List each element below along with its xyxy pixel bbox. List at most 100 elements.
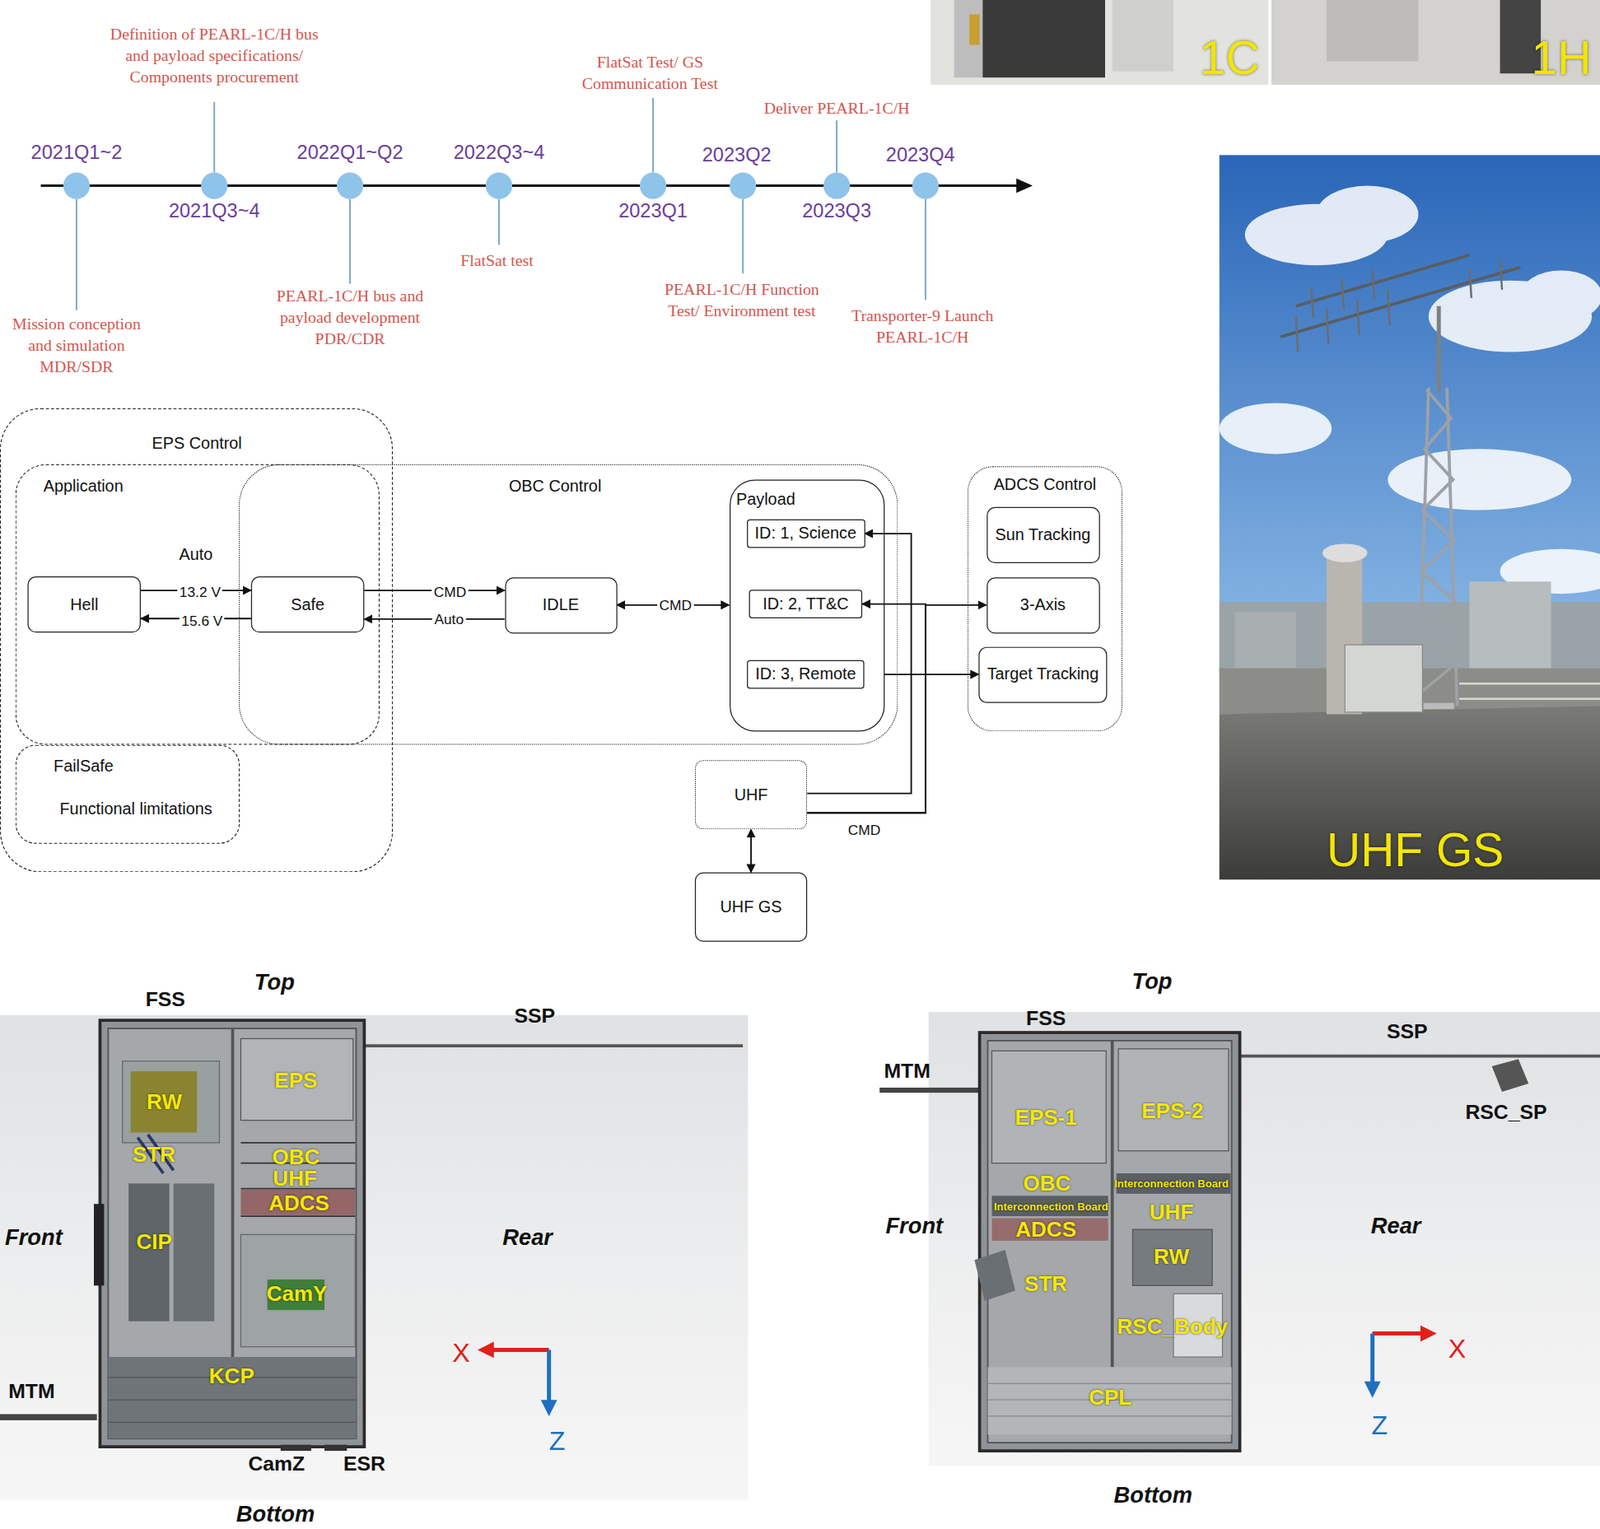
view-direction: Bottom [236,1501,315,1528]
timeline-part-part [924,199,927,301]
satellite-cad-left-part-part [240,1215,355,1218]
satellite-photo-part [969,13,980,45]
box-text: ID: 1, Science [755,524,857,543]
timeline-part [41,184,1019,187]
satellite-cad-right-part [928,1012,1600,1466]
group-box: OBC ControlIDLEPayloadID: 1, ScienceID: … [238,464,898,746]
uhf-gs-photo-part-part [1459,698,1600,700]
milestone-note: Transporter-9 Launch PEARL-1C/H [843,305,1002,349]
satellite-cad-left-part [107,1028,356,1439]
group-title: Application [43,475,124,496]
satellite-cad-right-part-part [988,1415,1232,1417]
part-name: CamZ [247,1452,305,1477]
part-name: STR [1024,1271,1068,1297]
uhf-gs-photo-part [1219,154,1600,880]
group-title: ADCS Control [993,474,1097,495]
box-text: ID: 2, TT&C [762,594,849,613]
satellite-cad-right-part [988,1366,1232,1435]
satellite-cad-left-part [93,1203,104,1286]
timeline-part-part [823,172,850,199]
satellite-cad-left-part [280,1445,312,1451]
axis-label: X [452,1337,470,1369]
uhf-gs-photo-part [1418,387,1457,707]
uhf-gs-photo-part [1296,259,1503,353]
timeline-part-part [835,120,838,173]
uhf-gs-photo-part-part [1341,278,1344,309]
group-box: ADCS ControlSun Tracking3-AxisTarget Tra… [967,466,1123,732]
group-title: EPS Control [152,433,243,454]
milestone-note: FlatSat test [460,249,534,271]
part-name: ADCS [1015,1217,1077,1242]
satellite-cad-left-part-part [107,1422,356,1423]
state-box: UHF [695,760,807,830]
part-name: RW [146,1089,182,1115]
part-name: ESR [343,1452,386,1477]
group-title: FailSafe [53,755,114,776]
part-name: KCP [209,1364,255,1390]
part-name: EPS [274,1068,318,1093]
timeline-part [63,172,939,199]
timeline-part-part [213,102,215,173]
uhf-gs-photo-part-part [1520,270,1600,322]
satellite-cad-right-part [988,1040,1232,1443]
uhf-gs-photo-part-part [1459,682,1600,685]
uhf-gs-photo-part-part [1372,269,1375,300]
box-text: ID: 3, Remote [755,665,856,684]
view-direction: Top [254,969,295,996]
timeline-quarter: 2023Q2 [702,144,772,167]
satellite-cad-right-part [1110,1040,1115,1368]
part-name: RSC_Body [1117,1314,1228,1339]
connector [750,829,752,873]
view-direction: Bottom [1114,1482,1193,1509]
timeline-part-part [63,172,90,199]
state-box: ID: 3, Remote [746,660,865,690]
part-name: EPS-2 [1141,1099,1204,1125]
satellite-cad-left-part [541,1399,558,1417]
uhf-gs-photo-part-part [1500,259,1503,290]
box-text: UHF GS [720,897,783,916]
timeline-part-part [349,199,351,285]
part-name: CamY [266,1281,328,1307]
timeline-quarter: 2023Q1 [618,200,688,223]
satellite-cad-left-part [122,1061,220,1143]
box-text: IDLE [542,596,579,615]
part-name: EPS-1 [1015,1105,1078,1130]
uhf-gs-photo-part-part [1387,448,1572,510]
timeline-quarter: 2022Q3~4 [453,141,546,164]
timeline-part-part [498,199,500,246]
group-box: ApplicationHellSafe [14,463,379,745]
timeline-part-part [729,172,756,199]
group-box: PayloadID: 1, ScienceID: 2, TT&CID: 3, R… [728,479,884,732]
part-name: FSS [1026,1006,1066,1031]
part-name: RSC_SP [1464,1100,1547,1125]
part-name: Interconnection Board [1114,1177,1229,1190]
satellite-cad-right-part [991,1195,1108,1217]
milestone-note: Deliver PEARL-1C/H [764,97,910,119]
timeline-part [1016,178,1033,193]
satellite-cad-left-part-part [107,1399,356,1401]
part-name: SSP [514,1004,556,1029]
edge-label: Auto [432,611,467,628]
satellite-cad-left-part [240,1234,355,1347]
part-name: CPL [1088,1385,1132,1411]
group-note: Functional limitations [59,798,212,819]
satellite-photo-part [1326,0,1419,61]
timeline-part-part [336,172,364,199]
axis-label: Z [549,1426,566,1458]
edge-label: CMD [431,583,468,601]
uhf-gs-photo-part-part [1419,389,1457,694]
satellite-cad-left-part-part [240,1142,355,1144]
uhf-gs-photo-part [1459,683,1600,700]
timeline-quarter: 2023Q4 [886,144,956,167]
uhf-gs-photo [1219,154,1600,880]
satellite-cad-left-part [240,1189,355,1216]
part-name: CIP [135,1229,172,1255]
uhf-gs-photo-part-part [1357,298,1359,335]
box-text: 3-Axis [1020,596,1066,615]
timeline-part-part [912,172,939,199]
group-box: FailSafeFunctional limitations [14,744,240,844]
uhf-gs-photo-part-part [1316,186,1419,243]
part-name: STR [132,1142,176,1168]
state-box: Target Tracking [978,646,1107,703]
timeline-part-part [485,172,513,199]
